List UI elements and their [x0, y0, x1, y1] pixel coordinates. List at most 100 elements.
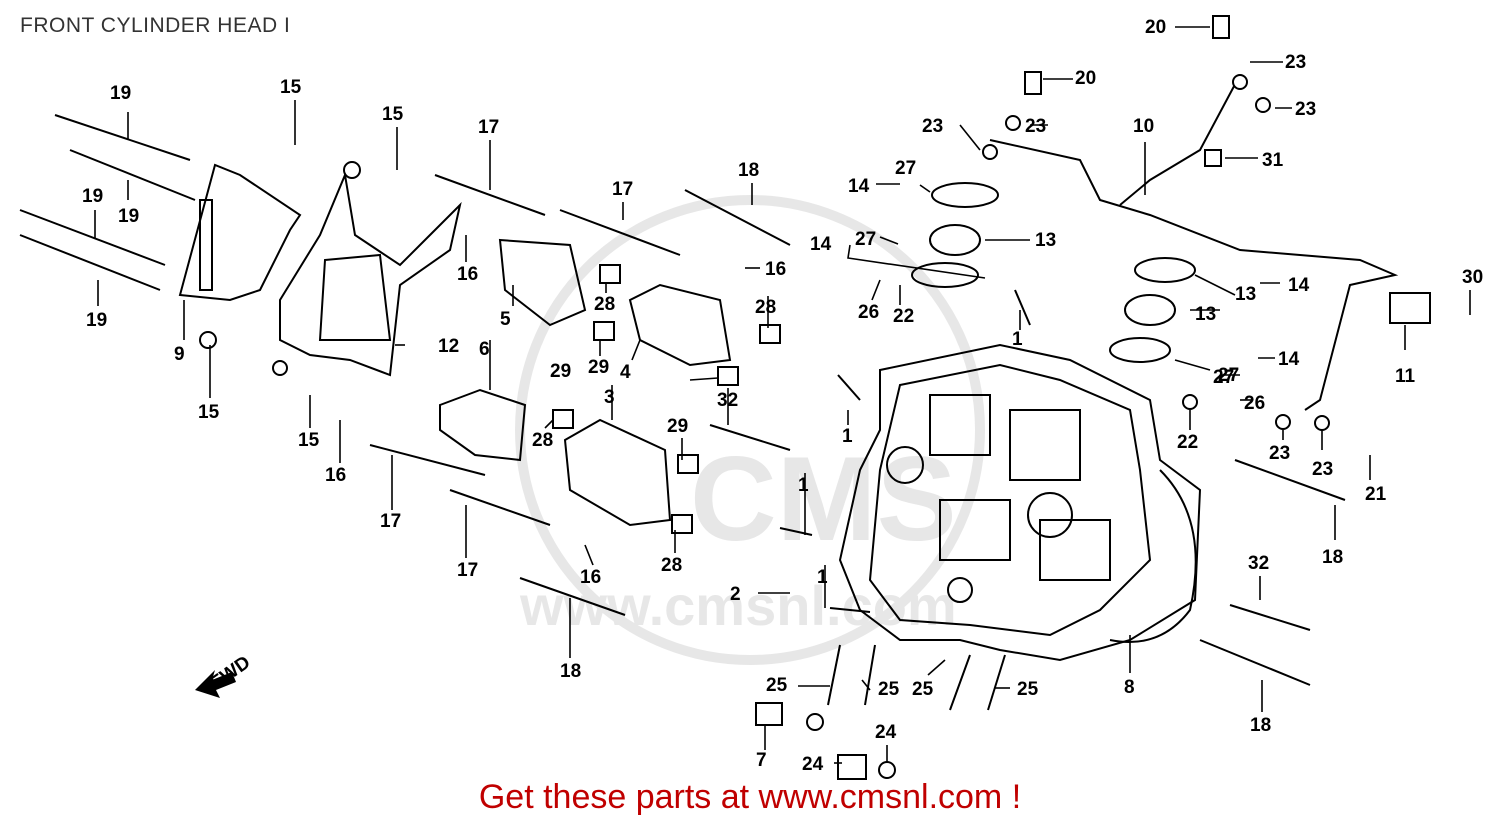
caps-13-14 — [911, 182, 1196, 363]
leader-line — [584, 544, 594, 566]
callout-label-20: 20 — [1145, 17, 1166, 38]
callout-label-20: 20 — [1075, 68, 1096, 89]
svg-text:www.cmsnl.com: www.cmsnl.com — [519, 574, 957, 637]
leader-line — [919, 184, 931, 193]
cylinder-head — [838, 343, 1202, 662]
leader-line — [847, 244, 986, 279]
leader-line — [1174, 359, 1211, 371]
cam-holder-5 — [498, 238, 587, 327]
callout-label-30: 30 — [1462, 267, 1483, 288]
svg-text:CMS: CMS — [690, 432, 957, 566]
gasket-12 — [279, 171, 462, 377]
bolts-17-18 — [369, 174, 1346, 686]
callout-label-22: 22 — [893, 306, 914, 327]
callout-label-11: 11 — [1395, 366, 1416, 387]
callout-label-28: 28 — [661, 555, 682, 576]
cam-holder-4 — [628, 283, 732, 367]
callout-label-15: 15 — [298, 430, 320, 451]
callout-label-23: 23 — [1295, 99, 1316, 120]
callout-label-14: 14 — [848, 176, 870, 197]
callout-label-18: 18 — [1250, 715, 1271, 736]
callout-label-24: 24 — [802, 754, 824, 775]
leader-line — [927, 659, 946, 676]
callout-label-31: 31 — [1262, 150, 1284, 171]
svg-text:FWD: FWD — [207, 652, 254, 694]
callout-label-12: 12 — [438, 336, 459, 357]
callout-label-29: 29 — [667, 416, 688, 437]
callout-label-17: 17 — [478, 117, 499, 138]
callout-label-26: 26 — [858, 302, 879, 323]
callout-label-29: 29 — [550, 361, 571, 382]
callout-label-15: 15 — [382, 104, 404, 125]
small-fasteners — [199, 15, 1431, 780]
callout-label-17: 17 — [380, 511, 401, 532]
callout-label-18: 18 — [560, 661, 581, 682]
callout-label-29: 29 — [588, 357, 609, 378]
cam-holder-3 — [563, 418, 672, 527]
leader-line — [689, 377, 719, 381]
leader-line — [871, 279, 881, 301]
callout-label-23: 23 — [1312, 459, 1333, 480]
callout-label-2: 2 — [730, 584, 741, 605]
callout-label-14: 14 — [1278, 349, 1300, 370]
callout-label-27: 27 — [895, 158, 916, 179]
callout-label-16: 16 — [580, 567, 601, 588]
callout-label-16: 16 — [457, 264, 478, 285]
callout-label-27: 27 — [855, 229, 876, 250]
callout-label-13: 13 — [1235, 284, 1256, 305]
callout-label-1: 1 — [1012, 329, 1023, 350]
fwd-arrow: FWD — [195, 652, 254, 698]
bolts-19 — [19, 114, 196, 291]
callout-label-1: 1 — [842, 426, 853, 447]
callout-label-8: 8 — [1124, 677, 1135, 698]
callout-label-4: 4 — [620, 362, 631, 383]
callout-label-26: 26 — [1244, 393, 1265, 414]
callout-label-22: 22 — [1177, 432, 1198, 453]
callout-label-16: 16 — [765, 259, 786, 280]
callout-label-19: 19 — [86, 310, 107, 331]
callout-label-13: 13 — [1195, 304, 1216, 325]
callout-label-1: 1 — [798, 475, 809, 496]
callout-label-23: 23 — [1269, 443, 1290, 464]
leader-line — [861, 679, 871, 691]
studs-25 — [827, 644, 1006, 711]
callout-label-1: 1 — [817, 567, 828, 588]
callout-label-28: 28 — [755, 297, 776, 318]
callout-label-19: 19 — [110, 83, 131, 104]
callout-label-14: 14 — [1288, 275, 1310, 296]
callout-label-23: 23 — [1285, 52, 1306, 73]
callout-label-28: 28 — [594, 294, 615, 315]
callout-label-18: 18 — [1322, 547, 1343, 568]
callout-label-28: 28 — [532, 430, 553, 451]
callout-label-24: 24 — [875, 722, 897, 743]
leader-line — [1194, 274, 1236, 296]
leader-line — [631, 339, 641, 361]
callout-label-16: 16 — [325, 465, 346, 486]
callout-label-19: 19 — [82, 186, 103, 207]
spark-plugs — [709, 424, 1311, 631]
footer-link[interactable]: Get these parts at www.cmsnl.com ! — [478, 778, 1022, 816]
callout-label-9: 9 — [174, 344, 185, 365]
cam-holder-6 — [439, 388, 527, 462]
callout-label-23: 23 — [922, 116, 943, 137]
watermark-logo: CMS www.cmsnl.com — [515, 195, 985, 665]
callout-label-13: 13 — [1035, 230, 1056, 251]
callout-label-6: 6 — [479, 339, 490, 360]
leader-line — [879, 236, 899, 245]
callout-label-21: 21 — [1365, 484, 1387, 505]
callout-label-32: 32 — [1248, 553, 1269, 574]
valve-guides — [779, 289, 1031, 613]
oil-pipe — [989, 74, 1399, 411]
callout-label-15: 15 — [280, 77, 302, 98]
callout-label-18: 18 — [738, 160, 759, 181]
callout-label-5: 5 — [500, 309, 511, 330]
diagram-title: FRONT CYLINDER HEAD I — [20, 14, 291, 37]
callout-label-10: 10 — [1133, 116, 1154, 137]
leader-line — [544, 419, 554, 429]
left-bracket — [178, 163, 302, 302]
callout-label-15: 15 — [198, 402, 220, 423]
callout-label-25: 25 — [766, 675, 788, 696]
callout-label-14: 14 — [810, 234, 832, 255]
